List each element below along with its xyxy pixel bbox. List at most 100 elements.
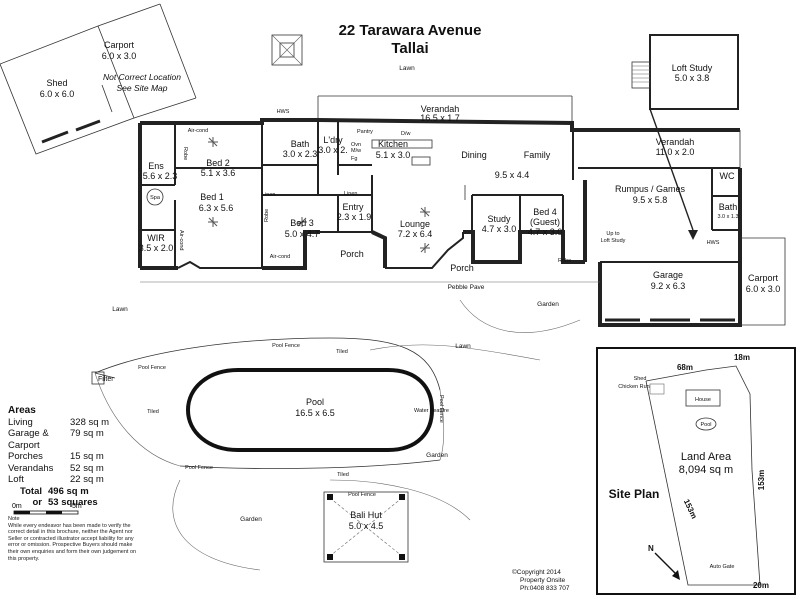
title-address: 22 Tarawara Avenue bbox=[339, 22, 482, 39]
bed2-label: Bed 2 bbox=[206, 158, 230, 168]
site-pool-label: Pool bbox=[700, 422, 711, 428]
rumpus-dim: 9.5 x 5.8 bbox=[633, 195, 668, 205]
robe-3-label: Robe bbox=[558, 258, 571, 264]
fg-label: Fg bbox=[351, 156, 357, 162]
shed-outline bbox=[0, 3, 197, 155]
pool-fence-4: Pool Fence bbox=[348, 492, 376, 498]
verandah-top-dim: 16.5 x 1.7 bbox=[420, 113, 460, 123]
copyright-line2: Property Onsite bbox=[520, 577, 566, 584]
roof-pyramid-icon bbox=[271, 34, 303, 66]
entry-label: Entry bbox=[342, 202, 364, 212]
up-to-loft-label: Loft Study bbox=[601, 238, 626, 244]
copyright-icon: © bbox=[512, 569, 517, 576]
areas-label: Porches bbox=[8, 451, 43, 462]
porch-2-label: Porch bbox=[450, 263, 474, 273]
verandah-right-label: Verandah bbox=[656, 137, 695, 147]
bath2-label: Bath bbox=[719, 202, 738, 212]
ceiling-fan-icons bbox=[208, 137, 430, 253]
ovn-label: Ovn bbox=[351, 142, 361, 148]
not-correct-location: Not Correct Location bbox=[103, 72, 181, 82]
verandah-top-label: Verandah bbox=[421, 104, 460, 114]
spa-label: Spa bbox=[150, 195, 161, 201]
bali-hut-outline bbox=[323, 491, 409, 563]
robe-1-label: Robe bbox=[182, 147, 188, 160]
land-area-value: 8,094 sq m bbox=[679, 464, 733, 476]
bed1-dim: 6.3 x 5.6 bbox=[199, 203, 234, 213]
copyright-block: ©Copyright 2014 Property Onsite Ph:0408 … bbox=[512, 569, 570, 593]
scale-five-label: 5m bbox=[72, 503, 82, 510]
hws-label: HWS bbox=[277, 109, 290, 115]
aircond-2-label: Air-cond bbox=[270, 254, 290, 260]
ldry-dim: 3.0 x 2. bbox=[318, 145, 348, 155]
areas-value: 328 sq m bbox=[70, 416, 110, 428]
site-plan-title: Site Plan bbox=[609, 487, 660, 501]
porch-1-label: Porch bbox=[340, 249, 364, 259]
garden-2-label: Garden bbox=[426, 452, 448, 459]
areas-value: 22 sq m bbox=[70, 474, 104, 485]
pool-shape bbox=[185, 368, 435, 452]
title-suburb: Tallai bbox=[391, 40, 428, 57]
auto-gate-label: Auto Gate bbox=[710, 564, 735, 570]
areas-row-loft: Loft 22 sq m bbox=[8, 474, 143, 486]
copyright-line1: Copyright 2014 bbox=[516, 569, 561, 576]
garden-3-label: Garden bbox=[240, 516, 262, 523]
carport-right-label: Carport bbox=[748, 273, 779, 283]
site-shed-label: Shed bbox=[634, 376, 647, 382]
shed-label: Shed bbox=[46, 78, 67, 88]
areas-label: Loft bbox=[8, 474, 24, 485]
linen-2-label: Linen bbox=[344, 191, 357, 197]
carport-right-dim: 6.0 x 3.0 bbox=[746, 284, 781, 294]
areas-value: 79 sq m bbox=[70, 428, 104, 439]
pool-label: Pool bbox=[306, 397, 324, 407]
study-dim: 4.7 x 3.0 bbox=[482, 224, 517, 234]
ens-dim: 5.6 x 2.3 bbox=[143, 171, 178, 181]
house-walls bbox=[138, 95, 786, 327]
scale-zero-label: 0m bbox=[12, 503, 22, 510]
areas-label: Garage & Carport bbox=[8, 428, 49, 451]
garage-label: Garage bbox=[653, 270, 683, 280]
filter-label: Filter bbox=[98, 376, 114, 383]
ldry-label: L'dry bbox=[323, 135, 343, 145]
pool-fence-2: Pool Fence bbox=[138, 365, 166, 371]
areas-value: 15 sq m bbox=[70, 451, 104, 462]
aircond-3-label: Air-cond bbox=[178, 230, 184, 250]
tiled-1: Tiled bbox=[336, 349, 348, 355]
site-house-label: House bbox=[695, 397, 711, 403]
wir-label: WIR bbox=[147, 233, 165, 243]
dim-68m: 68m bbox=[677, 363, 693, 372]
lounge-label: Lounge bbox=[400, 219, 430, 229]
bed1-label: Bed 1 bbox=[200, 192, 224, 202]
bath-label: Bath bbox=[291, 139, 310, 149]
robe-2-label: Robe bbox=[264, 209, 270, 222]
water-feature-label: Water Feature bbox=[414, 408, 449, 414]
dining-label: Dining bbox=[461, 150, 487, 160]
land-area-label: Land Area bbox=[681, 451, 732, 463]
bed2-dim: 5.1 x 3.6 bbox=[201, 168, 236, 178]
lawn-right-label: Lawn bbox=[455, 343, 471, 350]
garage-dim: 9.2 x 6.3 bbox=[651, 281, 686, 291]
dim-18m: 18m bbox=[734, 353, 750, 362]
areas-squares-value: 53 squares bbox=[48, 497, 98, 508]
dining-family-dim: 9.5 x 4.4 bbox=[495, 170, 530, 180]
wc-label: WC bbox=[720, 171, 735, 181]
study-label: Study bbox=[487, 214, 511, 224]
dim-153m-left: 153m bbox=[682, 498, 699, 520]
pool-dim: 16.5 x 6.5 bbox=[295, 408, 335, 418]
loft-study-label: Loft Study bbox=[672, 63, 713, 73]
pantry-label: Pantry bbox=[357, 129, 373, 135]
hws2-label: HWS bbox=[707, 240, 720, 246]
pool-area-outline bbox=[94, 299, 581, 571]
tiled-3: Tiled bbox=[337, 472, 349, 478]
pebble-pave-label: Pebble Pave bbox=[448, 284, 485, 291]
lounge-dim: 7.2 x 6.4 bbox=[398, 229, 433, 239]
bali-hut-dim: 5.0 x 4.5 bbox=[349, 521, 384, 531]
bed4-label: Bed 4 bbox=[533, 207, 557, 217]
spa-icon bbox=[146, 188, 164, 206]
kitchen-label: Kitchen bbox=[378, 139, 408, 149]
linen-1-label: Linen bbox=[262, 192, 275, 198]
dw-label: D/w bbox=[401, 131, 411, 137]
dim-20m: 20m bbox=[753, 581, 769, 590]
